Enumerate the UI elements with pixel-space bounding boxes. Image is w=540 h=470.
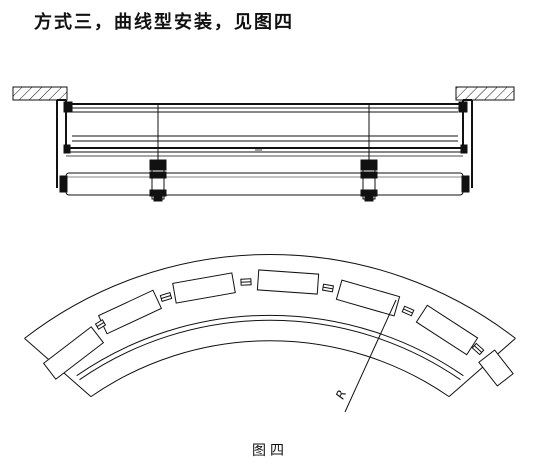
- segment-joints: [94, 278, 485, 356]
- figure-caption: 图四: [252, 443, 288, 459]
- clamp-right: [360, 159, 378, 202]
- inner-arc-1: [76, 314, 464, 377]
- inner-arc-3: [90, 340, 450, 398]
- roller-segments: [42, 269, 514, 387]
- track-rail: [66, 103, 463, 157]
- ceiling-block-right: [455, 86, 515, 101]
- clamp-left: [149, 159, 167, 202]
- roller-tube: [59, 172, 470, 196]
- curved-track-view: [24, 253, 516, 413]
- section-heading: 方式三，曲线型安装，见图四: [34, 12, 294, 33]
- radius-line: [344, 299, 397, 413]
- ceiling-block-left: [12, 86, 68, 101]
- inner-arc-2: [79, 319, 461, 381]
- bracket-left: [56, 99, 67, 188]
- radius-label: R: [333, 388, 349, 401]
- outer-arc: [24, 253, 516, 339]
- straight-track-view: [12, 86, 515, 202]
- bracket-right: [462, 99, 473, 188]
